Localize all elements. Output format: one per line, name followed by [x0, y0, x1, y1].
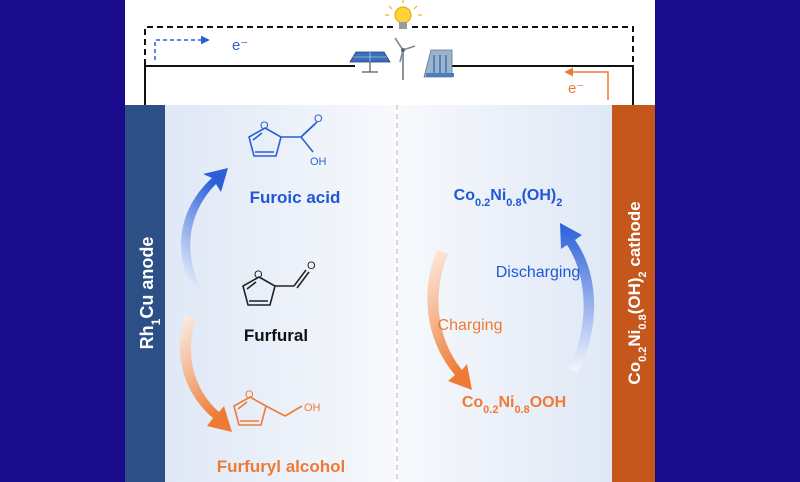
anode-label-rest: Cu anode: [137, 237, 157, 319]
species-top-oh-sub: 2: [556, 197, 562, 209]
species-bottom-co: Co: [462, 394, 484, 411]
right-blue-arrow: [560, 223, 595, 372]
furfuryl-alcohol-structure: [233, 396, 303, 426]
anode-electrode: [125, 105, 165, 482]
furfuryl-alcohol-label: Furfuryl alcohol: [217, 457, 345, 476]
cathode-label-oh: (OH): [625, 277, 644, 314]
left-orange-arrow: [179, 315, 232, 432]
hydro-dam-icon: [423, 49, 454, 78]
left-electron-label: e⁻: [232, 37, 248, 54]
cathode-species-top: Co0.2Ni0.8(OH)2: [454, 187, 563, 209]
left-blue-arrow: [181, 168, 228, 288]
species-top-oh: (OH): [522, 187, 557, 204]
cathode-label-oh-sub: 2: [637, 271, 649, 277]
furfuryl-oh: OH: [304, 402, 321, 414]
cathode-label-rest: cathode: [625, 201, 644, 271]
inner-circuit-solid: [144, 65, 634, 105]
species-bottom-ooh: OOH: [530, 394, 566, 411]
anode-chamber: [165, 105, 395, 482]
species-top-ni: Ni: [490, 187, 506, 204]
furoic-oh: OH: [310, 156, 327, 168]
anode-label-main: Rh: [137, 325, 157, 349]
species-bottom-ni-sub: 0.8: [514, 404, 529, 416]
furfural-structure: [242, 269, 310, 306]
furfural-ring-o: O: [254, 269, 263, 281]
cathode-label-ni-sub: 0.8: [637, 314, 649, 329]
right-electron-label: e⁻: [568, 80, 584, 97]
solar-panel-icon: [349, 51, 391, 73]
furfural-label: Furfural: [244, 326, 308, 345]
cathode-label-co: Co: [625, 362, 644, 385]
right-orange-arrow: [427, 250, 472, 390]
species-top-ni-sub: 0.8: [506, 197, 521, 209]
furoic-carbonyl-o: O: [314, 113, 323, 125]
discharging-label: Discharging: [496, 264, 580, 281]
species-top-co-sub: 0.2: [475, 197, 490, 209]
furfuryl-ring-o: O: [245, 389, 254, 401]
cathode-label: Co0.2Ni0.8(OH)2 cathode: [625, 201, 649, 384]
species-bottom-ni: Ni: [498, 394, 514, 411]
light-bulb-icon: [385, 0, 422, 29]
cathode-electrode: [612, 105, 655, 482]
anode-label: Rh1Cu anode: [137, 237, 163, 350]
furoic-acid-structure: [248, 121, 318, 157]
furoic-acid-label: Furoic acid: [250, 188, 341, 207]
species-top-co: Co: [454, 187, 476, 204]
species-bottom-co-sub: 0.2: [483, 404, 498, 416]
right-electron-arrow: [564, 67, 609, 100]
wind-turbine-icon: [394, 37, 416, 80]
cathode-label-co-sub: 0.2: [637, 347, 649, 362]
furfural-carbonyl-o: O: [307, 260, 316, 272]
charging-label: Charging: [438, 317, 503, 334]
cathode-species-bottom: Co0.2Ni0.8OOH: [462, 394, 566, 416]
furoic-ring-o: O: [260, 120, 269, 132]
anode-label-sub: 1: [149, 318, 163, 325]
cathode-label-ni: Ni: [625, 330, 644, 347]
